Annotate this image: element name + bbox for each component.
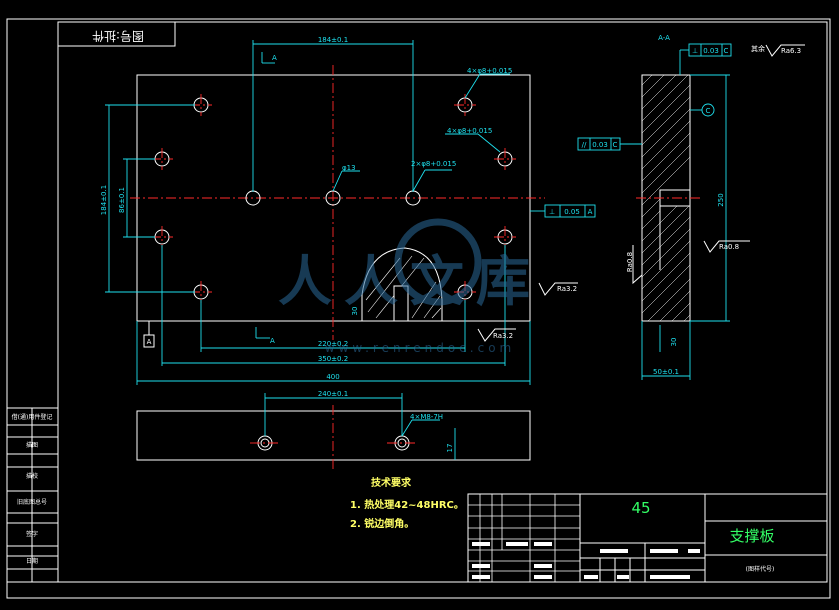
dim-side-height: 250 <box>717 193 725 206</box>
datum-a-box: A <box>147 338 152 346</box>
dim-slot-depth: 30 <box>351 307 359 316</box>
svg-text:⊥: ⊥ <box>549 208 555 216</box>
watermark: 人人文库 www.renrendoc.com <box>278 218 542 355</box>
rough-all-label: 其余 <box>751 44 765 53</box>
watermark-text: 人人文库 <box>278 250 542 313</box>
bottom-view: 240±0.1 4×M8-7H 17 <box>136 390 531 470</box>
top-label: 图号:扯件 <box>92 29 144 44</box>
tech-item-1: 2. 锐边倒角。 <box>350 517 414 530</box>
dim-bottom-width: 220±0.2 <box>318 340 348 348</box>
callout-thread: 4×M8-7H <box>410 413 443 421</box>
outer-border <box>6 18 831 599</box>
side-label-5: 日期 <box>26 557 38 565</box>
dim-side-small: 30 <box>670 338 678 347</box>
cut-a-bottom: A <box>270 337 275 345</box>
material: 45 <box>631 499 650 517</box>
callout-holes-a: 4×φ8+0.015 <box>467 67 512 75</box>
rough-08b: Ra0.8 <box>626 252 634 272</box>
rough-08a: Ra0.8 <box>719 243 739 251</box>
side-label-1: 描图 <box>26 441 38 449</box>
gdt-perp-top: 0.03 <box>703 47 719 55</box>
inner-border <box>57 21 828 583</box>
gdt-perp-mid-datum: A <box>588 208 593 216</box>
svg-text://: // <box>582 141 587 149</box>
side-label-2: 描校 <box>26 472 38 480</box>
side-label-4: 签字 <box>26 530 38 538</box>
datum-c-circle: C <box>706 107 711 115</box>
dimensions: 184±0.1 A 184±0.1 86±0.1 220±0.2 350±0.2… <box>100 36 596 385</box>
callout-holes-c: 2×φ8+0.015 <box>411 160 456 168</box>
tech-requirements: 技术要求 1. 热处理42~48HRC。 2. 锐边倒角。 <box>350 476 464 530</box>
dim-hole-spacing: 240±0.1 <box>318 390 348 398</box>
watermark-url: www.renrendoc.com <box>325 341 515 355</box>
dim-depth2: 17 <box>446 444 454 453</box>
side-view: A-A 250 50±0.1 30 <box>577 34 805 380</box>
callout-center-hole: φ13 <box>342 164 356 172</box>
tech-item-0: 1. 热处理42~48HRC。 <box>350 498 464 511</box>
section-label: A-A <box>658 34 670 42</box>
cut-a-top: A <box>272 54 277 62</box>
gdt-parallel-datum: C <box>613 141 618 149</box>
title-block: 45 支撑板 (图样代号) <box>467 493 828 583</box>
rough-32a: Ra3.2 <box>557 285 577 293</box>
rough-63: Ra6.3 <box>781 47 801 55</box>
rough-32b: Ra3.2 <box>493 332 513 340</box>
side-signature-block: 借(通)用件登记 描图 描校 旧底图总号 签字 日期 <box>6 407 59 583</box>
svg-text:⊥: ⊥ <box>692 47 698 55</box>
gdt-perp-top-datum: C <box>724 47 729 55</box>
gdt-parallel: 0.03 <box>592 141 608 149</box>
dim-top-width: 184±0.1 <box>318 36 348 44</box>
holes <box>151 94 516 303</box>
gdt-perp-mid: 0.05 <box>564 208 580 216</box>
hatch <box>641 74 691 322</box>
top-label-box <box>57 21 176 47</box>
drawing-no: (图样代号) <box>746 565 775 573</box>
callout-holes-b: 4×φ8+0.015 <box>447 127 492 135</box>
tech-title: 技术要求 <box>371 476 412 489</box>
dim-width-350: 350±0.2 <box>318 355 348 363</box>
dim-height-inner: 86±0.1 <box>118 187 126 213</box>
dim-height-outer: 184±0.1 <box>100 185 108 215</box>
part-name: 支撑板 <box>729 527 774 545</box>
dim-side-width: 50±0.1 <box>653 368 679 376</box>
side-label-3: 旧底图总号 <box>17 498 47 506</box>
dim-total-width: 400 <box>326 373 339 381</box>
side-label-0: 借(通)用件登记 <box>12 413 53 421</box>
